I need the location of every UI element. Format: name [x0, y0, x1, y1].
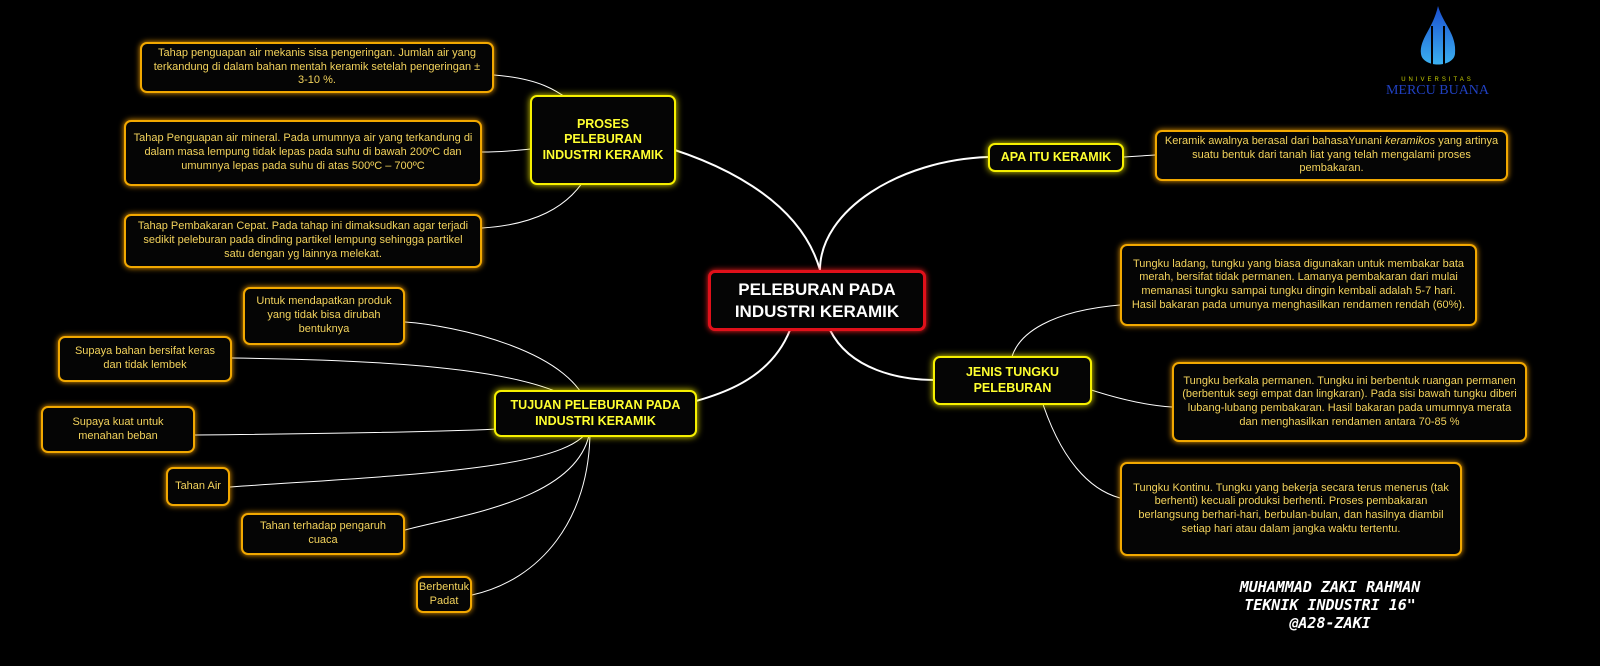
author-name: MUHAMMAD ZAKI RAHMAN — [1239, 578, 1421, 596]
branch-tujuan[interactable]: TUJUAN PELEBURAN PADA INDUSTRI KERAMIK — [494, 390, 697, 437]
leaf-proses-2[interactable]: Tahap Penguapan air mineral. Pada umumny… — [124, 120, 482, 186]
leaf-tujuan-3[interactable]: Supaya kuat untuk menahan beban — [41, 406, 195, 453]
definition-part: yang artinya suatu bentuk dari tanah lia… — [1192, 134, 1499, 175]
connector-tujuan-leaf6 — [471, 429, 591, 596]
leaf-jenis-2[interactable]: Tungku berkala permanen. Tungku ini berb… — [1172, 362, 1527, 442]
university-logo: UNIVERSITAS MERCU BUANA — [1385, 4, 1490, 99]
definition-part: Keramik awalnya berasal dari bahasaYunan… — [1164, 134, 1386, 147]
branch-jenis-tungku[interactable]: JENIS TUNGKU PELEBURAN — [933, 356, 1092, 405]
leaf-apa-definition[interactable]: Keramik awalnya berasal dari bahasaYunan… — [1155, 130, 1508, 181]
connector-center-jenis — [829, 329, 936, 381]
leaf-proses-3[interactable]: Tahap Pembakaran Cepat. Pada tahap ini d… — [124, 214, 482, 268]
author-program: TEKNIK INDUSTRI 16" — [1244, 596, 1416, 614]
leaf-tujuan-2[interactable]: Supaya bahan bersifat keras dan tidak le… — [58, 336, 232, 382]
central-topic[interactable]: PELEBURAN PADA INDUSTRI KERAMIK — [708, 270, 926, 331]
connector-tujuan-leaf4 — [229, 424, 591, 488]
leaf-tujuan-1[interactable]: Untuk mendapatkan produk yang tidak bisa… — [243, 287, 405, 345]
logo-line1: UNIVERSITAS — [1401, 77, 1474, 83]
branch-proses[interactable]: PROSES PELEBURAN INDUSTRI KERAMIK — [530, 95, 676, 185]
author-credit: MUHAMMAD ZAKI RAHMAN TEKNIK INDUSTRI 16"… — [1215, 578, 1445, 632]
connector-tujuan-leaf5 — [404, 429, 591, 531]
flame-logo-icon — [1420, 6, 1455, 65]
leaf-jenis-1[interactable]: Tungku ladang, tungku yang biasa digunak… — [1120, 244, 1477, 326]
branch-apa-itu-keramik[interactable]: APA ITU KERAMIK — [988, 143, 1124, 172]
leaf-tujuan-5[interactable]: Tahan terhadap pengaruh cuaca — [241, 513, 405, 555]
leaf-tujuan-6[interactable]: Berbentuk Padat — [416, 576, 472, 613]
definition-italic: keramikos — [1385, 134, 1436, 147]
author-handle: @A28-ZAKI — [1289, 614, 1371, 632]
connector-jenis-leaf3 — [1039, 394, 1121, 499]
connector-apa-leaf — [1123, 154, 1156, 158]
definition-text: Keramik awalnya berasal dari bahasaYunan… — [1163, 135, 1500, 176]
leaf-proses-1[interactable]: Tahap penguapan air mekanis sisa pengeri… — [140, 42, 494, 93]
leaf-tujuan-4[interactable]: Tahan Air — [166, 467, 230, 506]
logo-line2: MERCU BUANA — [1385, 83, 1490, 98]
connector-center-apa — [819, 156, 989, 271]
leaf-jenis-3[interactable]: Tungku Kontinu. Tungku yang bekerja seca… — [1120, 462, 1462, 556]
